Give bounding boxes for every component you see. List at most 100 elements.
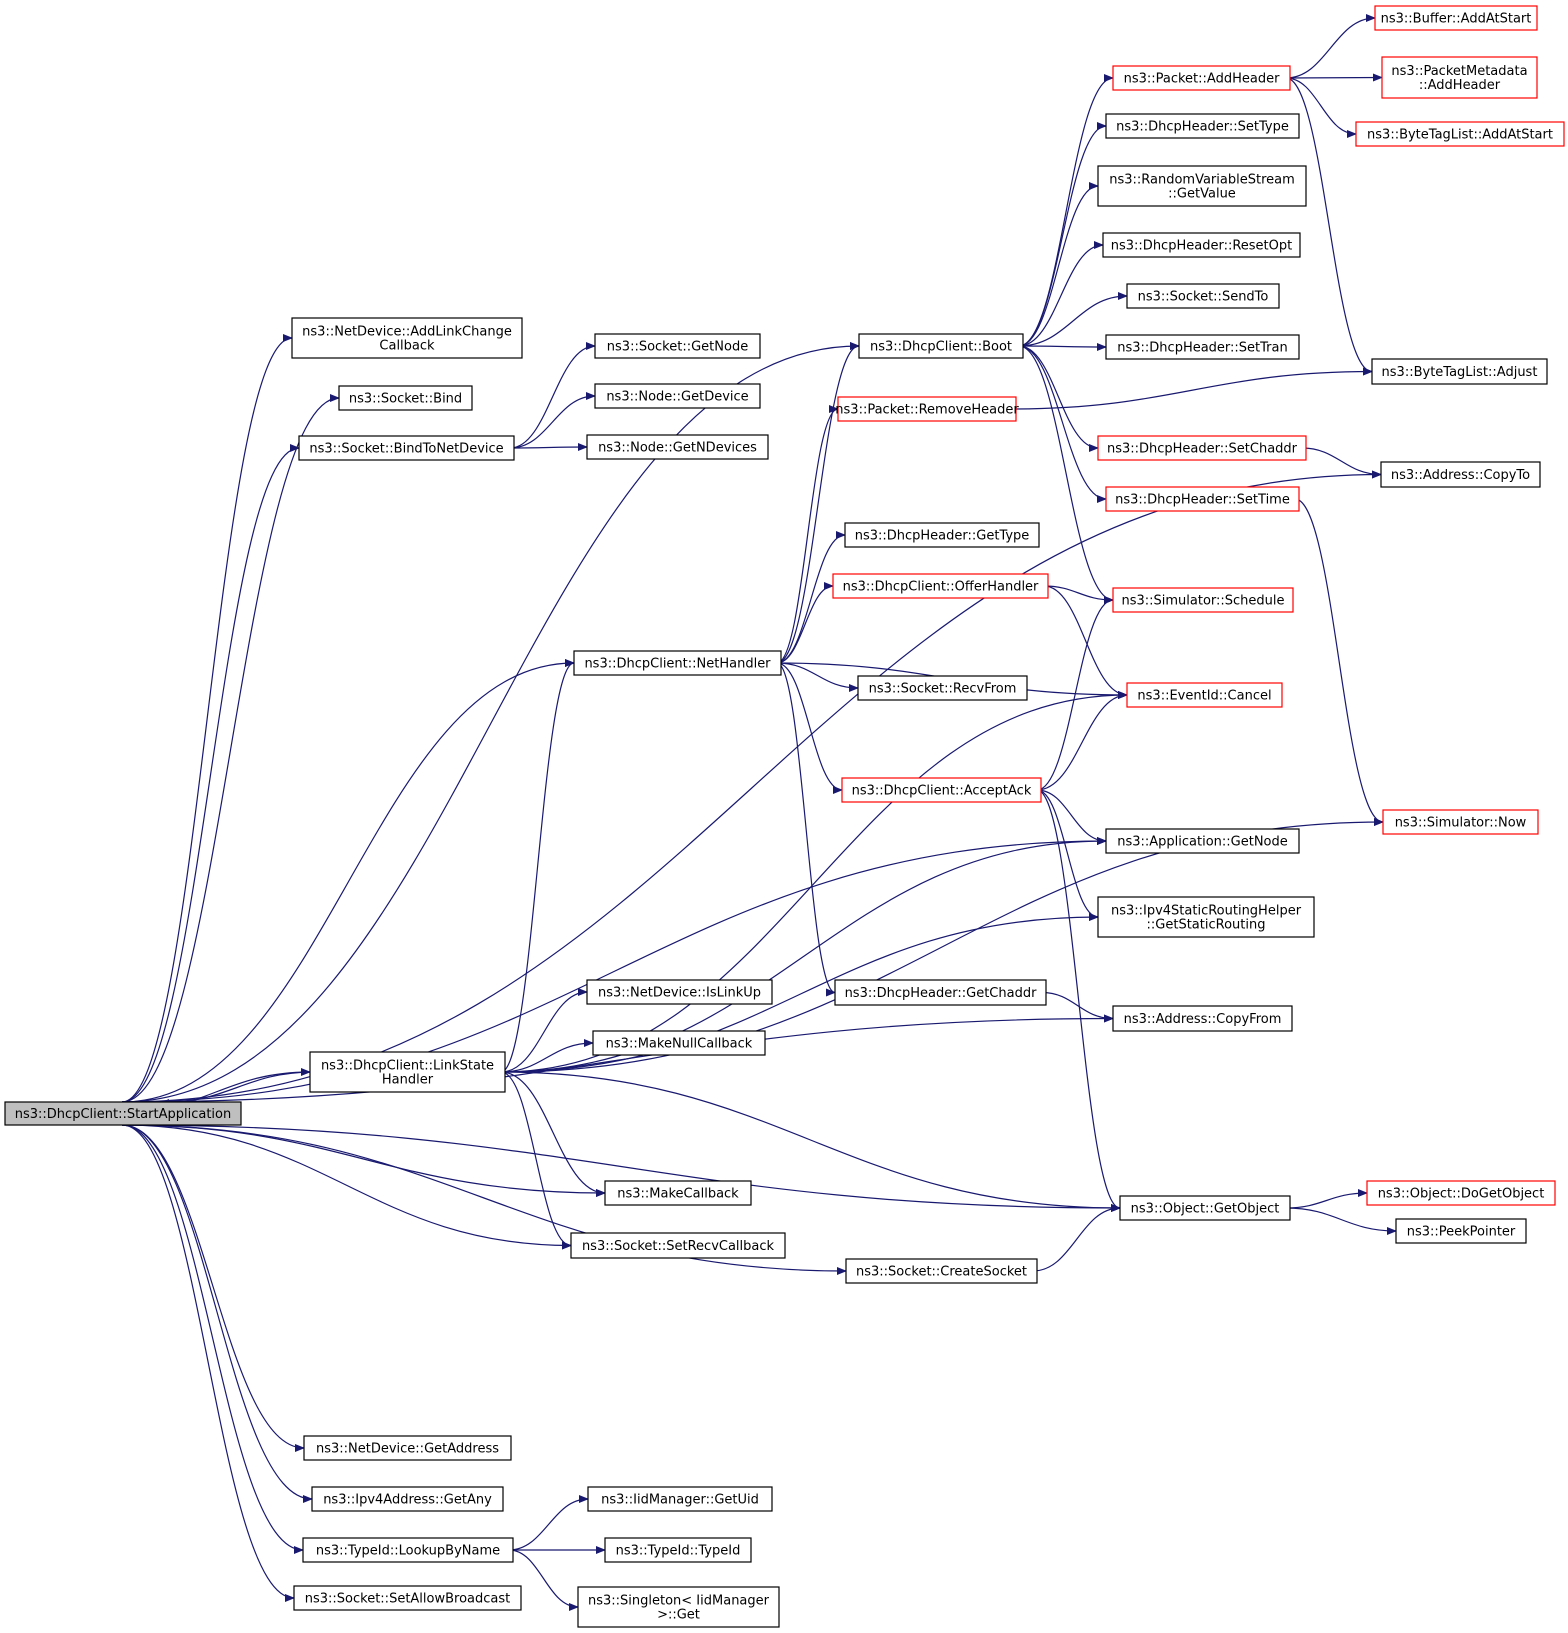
node-islinkup[interactable]: ns3::NetDevice::IsLinkUp xyxy=(586,979,773,1005)
edge-offerhandler-to-cancel xyxy=(1043,585,1128,699)
node-makecb[interactable]: ns3::MakeCallback xyxy=(604,1180,752,1206)
node-nethandler[interactable]: ns3::DhcpClient::NetHandler xyxy=(573,650,782,676)
node-settran[interactable]: ns3::DhcpHeader::SetTran xyxy=(1105,334,1300,360)
node-getobject[interactable]: ns3::Object::GetObject xyxy=(1119,1195,1291,1221)
node-bufaddatstart[interactable]: ns3::Buffer::AddAtStart xyxy=(1374,5,1538,31)
node-acceptack[interactable]: ns3::DhcpClient::AcceptAck xyxy=(841,777,1042,803)
node-box-addheader xyxy=(1112,65,1291,91)
node-box-cancel xyxy=(1126,682,1283,708)
node-box-pmaddheader xyxy=(1381,56,1538,99)
node-setrecvcb[interactable]: ns3::Socket::SetRecvCallback xyxy=(570,1232,786,1259)
node-nodegetdevice[interactable]: ns3::Node::GetDevice xyxy=(594,383,761,409)
node-label-getobject-0: ns3::Object::GetObject xyxy=(1131,1202,1280,1217)
node-cancel[interactable]: ns3::EventId::Cancel xyxy=(1126,682,1283,708)
edge-nethandler-to-offerhandler xyxy=(776,582,834,664)
node-settype[interactable]: ns3::DhcpHeader::SetType xyxy=(1105,113,1300,139)
node-box-acceptack xyxy=(841,777,1042,803)
node-label-dogetobject-0: ns3::Object::DoGetObject xyxy=(1378,1187,1545,1202)
node-addheader[interactable]: ns3::Packet::AddHeader xyxy=(1112,65,1291,91)
node-ipv4getany[interactable]: ns3::Ipv4Address::GetAny xyxy=(311,1486,504,1512)
node-box-singletonget xyxy=(577,1586,780,1628)
node-btladdatstart[interactable]: ns3::ByteTagList::AddAtStart xyxy=(1355,121,1565,147)
node-startapp: ns3::DhcpClient::StartApplication xyxy=(4,1101,242,1126)
node-sockgetnode[interactable]: ns3::Socket::GetNode xyxy=(594,333,761,359)
node-label-nodegetndevices-0: ns3::Node::GetNDevices xyxy=(598,441,757,456)
node-peekpointer[interactable]: ns3::PeekPointer xyxy=(1395,1218,1527,1244)
node-simnow[interactable]: ns3::Simulator::Now xyxy=(1382,809,1539,835)
node-label-sendto-0: ns3::Socket::SendTo xyxy=(1138,290,1269,305)
node-box-lookupbyname xyxy=(302,1537,514,1563)
node-label-getvalue-1: ::GetValue xyxy=(1168,187,1236,202)
node-label-addrcopyto-0: ns3::Address::CopyTo xyxy=(1391,468,1530,483)
node-box-peekpointer xyxy=(1395,1218,1527,1244)
node-setallowbcast[interactable]: ns3::Socket::SetAllowBroadcast xyxy=(293,1585,522,1611)
node-label-createsocket-0: ns3::Socket::CreateSocket xyxy=(856,1265,1027,1280)
node-getuid[interactable]: ns3::IidManager::GetUid xyxy=(587,1486,773,1512)
node-box-islinkup xyxy=(586,979,773,1005)
edge-setchaddr-to-addrcopyto xyxy=(1301,447,1382,479)
node-box-getobject xyxy=(1119,1195,1291,1221)
edge-linkstate-to-setrecvcb xyxy=(500,1071,572,1250)
node-box-gettype xyxy=(844,522,1040,548)
node-bindtonetdev[interactable]: ns3::Socket::BindToNetDevice xyxy=(298,435,515,461)
edge-linkstate-to-getobject xyxy=(500,1071,1121,1212)
node-addrcopyto[interactable]: ns3::Address::CopyTo xyxy=(1380,461,1541,488)
node-offerhandler[interactable]: ns3::DhcpClient::OfferHandler xyxy=(832,573,1049,599)
node-label-addrcopyfrom-0: ns3::Address::CopyFrom xyxy=(1124,1012,1282,1027)
node-label-settype-0: ns3::DhcpHeader::SetType xyxy=(1116,120,1289,135)
node-box-getvalue xyxy=(1097,165,1307,207)
edge-linkstate-to-makenullcb xyxy=(500,1039,594,1073)
node-dogetobject[interactable]: ns3::Object::DoGetObject xyxy=(1366,1180,1556,1206)
node-btladjust[interactable]: ns3::ByteTagList::Adjust xyxy=(1371,358,1548,385)
edge-boot-to-settype xyxy=(1018,122,1107,347)
node-removeheader[interactable]: ns3::Packet::RemoveHeader xyxy=(835,396,1019,422)
node-label-netdevgetaddr-0: ns3::NetDevice::GetAddress xyxy=(316,1442,499,1457)
node-lookupbyname[interactable]: ns3::TypeId::LookupByName xyxy=(302,1537,514,1563)
node-typeidtypeid[interactable]: ns3::TypeId::TypeId xyxy=(604,1537,752,1563)
node-box-nodegetndevices xyxy=(586,434,769,460)
edge-linkstate-to-nethandler xyxy=(500,659,575,1073)
node-label-addlinkchange-0: ns3::NetDevice::AddLinkChange xyxy=(302,325,512,340)
node-gettype[interactable]: ns3::DhcpHeader::GetType xyxy=(844,522,1040,548)
node-singletonget[interactable]: ns3::Singleton< IidManager>::Get xyxy=(577,1586,780,1628)
node-createsocket[interactable]: ns3::Socket::CreateSocket xyxy=(845,1258,1038,1284)
node-getstaticrouting[interactable]: ns3::Ipv4StaticRoutingHelper::GetStaticR… xyxy=(1097,896,1315,938)
node-appgetnode[interactable]: ns3::Application::GetNode xyxy=(1105,828,1300,854)
node-pmaddheader[interactable]: ns3::PacketMetadata::AddHeader xyxy=(1381,56,1538,99)
edge-startapp-to-addlinkchange xyxy=(121,334,293,1103)
node-sendto[interactable]: ns3::Socket::SendTo xyxy=(1126,283,1280,309)
node-settime[interactable]: ns3::DhcpHeader::SetTime xyxy=(1105,486,1300,512)
node-schedule[interactable]: ns3::Simulator::Schedule xyxy=(1112,587,1294,613)
node-label-setrecvcb-0: ns3::Socket::SetRecvCallback xyxy=(582,1239,775,1254)
node-label-linkstate-1: Handler xyxy=(382,1073,434,1088)
node-box-linkstate xyxy=(309,1051,506,1093)
node-label-sockgetnode-0: ns3::Socket::GetNode xyxy=(607,340,748,355)
node-box-offerhandler xyxy=(832,573,1049,599)
node-label-schedule-0: ns3::Simulator::Schedule xyxy=(1121,594,1284,609)
node-nodegetndevices[interactable]: ns3::Node::GetNDevices xyxy=(586,434,769,460)
node-label-resetopt-0: ns3::DhcpHeader::ResetOpt xyxy=(1111,239,1292,254)
edge-addheader-to-btladdatstart xyxy=(1285,77,1357,138)
node-setchaddr[interactable]: ns3::DhcpHeader::SetChaddr xyxy=(1097,435,1307,461)
node-label-bufaddatstart-0: ns3::Buffer::AddAtStart xyxy=(1381,12,1532,27)
node-box-setrecvcb xyxy=(570,1232,786,1259)
node-getchaddr[interactable]: ns3::DhcpHeader::GetChaddr xyxy=(834,979,1047,1006)
node-makenullcb[interactable]: ns3::MakeNullCallback xyxy=(592,1030,766,1056)
node-box-btladjust xyxy=(1371,358,1548,385)
node-addrcopyfrom[interactable]: ns3::Address::CopyFrom xyxy=(1112,1005,1293,1032)
node-recvfrom[interactable]: ns3::Socket::RecvFrom xyxy=(857,675,1028,701)
node-getvalue[interactable]: ns3::RandomVariableStream::GetValue xyxy=(1097,165,1307,207)
node-sockbind[interactable]: ns3::Socket::Bind xyxy=(338,385,473,411)
edge-createsocket-to-getobject xyxy=(1032,1204,1121,1272)
edge-boot-to-getvalue xyxy=(1018,182,1099,347)
node-resetopt[interactable]: ns3::DhcpHeader::ResetOpt xyxy=(1102,232,1301,258)
edge-settime-to-simnow xyxy=(1294,498,1384,826)
node-label-acceptack-0: ns3::DhcpClient::AcceptAck xyxy=(852,784,1032,799)
edge-startapp-to-setallowbcast xyxy=(121,1124,295,1602)
edge-startapp-to-getobject xyxy=(121,1124,1121,1212)
node-netdevgetaddr[interactable]: ns3::NetDevice::GetAddress xyxy=(303,1435,512,1461)
node-boot[interactable]: ns3::DhcpClient::Boot xyxy=(858,333,1024,359)
node-label-typeidtypeid-0: ns3::TypeId::TypeId xyxy=(616,1544,741,1559)
